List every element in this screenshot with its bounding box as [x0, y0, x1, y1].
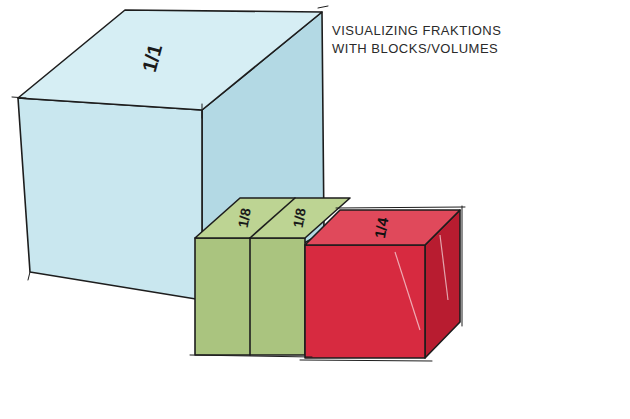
red-highlight [395, 235, 448, 330]
fraction-label: 1/8 [236, 207, 255, 229]
sketch-stroke [336, 207, 465, 208]
red-top-face [305, 210, 460, 245]
sketch-stroke [318, 6, 328, 8]
red-front-face [305, 245, 425, 358]
highlight-stroke [440, 235, 448, 300]
green-front-face [195, 238, 305, 355]
note-text: VISUALIZING FRAKTIONS WITH BLOCKS/VOLUME… [332, 22, 532, 57]
sketch-stroke [202, 104, 203, 118]
fraction-label: 1/4 [372, 216, 392, 239]
fraction-label: 1/8 [291, 207, 310, 229]
sketch-strokes [12, 6, 465, 361]
sketch-stroke [28, 272, 30, 280]
green-divider [249, 238, 251, 355]
highlight-stroke [395, 252, 420, 330]
sketch-stroke [12, 97, 26, 98]
fraction-label: 1/1 [138, 42, 166, 75]
green-divider [250, 198, 295, 238]
sketch-stroke [300, 360, 432, 361]
sketch-stroke [190, 355, 312, 357]
sketch-stroke [462, 206, 463, 326]
cube-top-face [18, 10, 322, 110]
cube-front-face [18, 98, 202, 300]
